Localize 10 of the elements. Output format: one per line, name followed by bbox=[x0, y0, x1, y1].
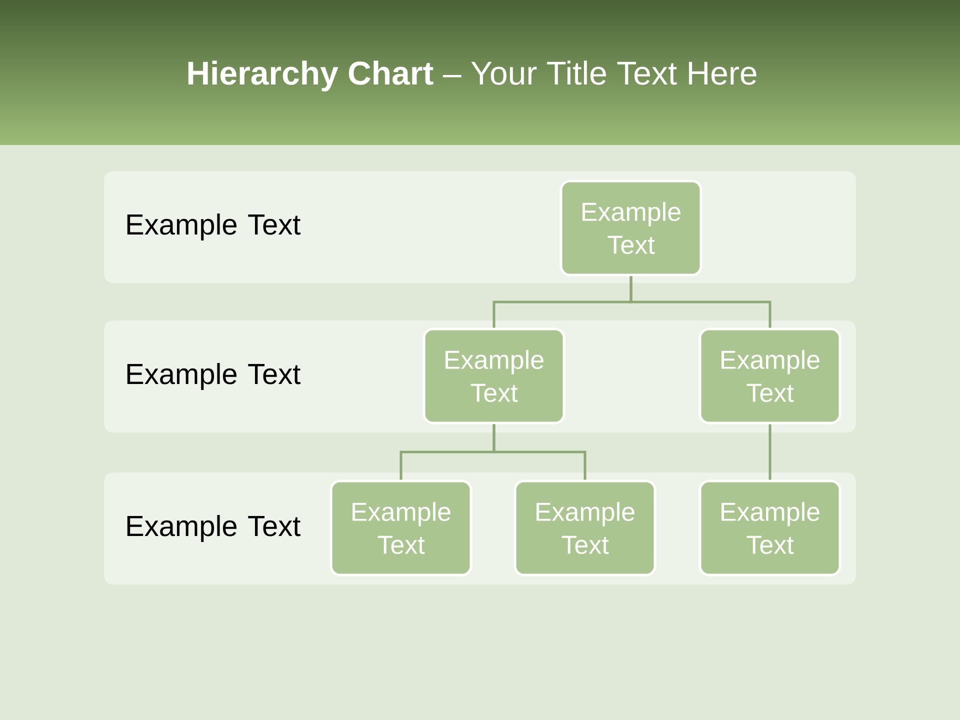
connector-line bbox=[492, 424, 586, 480]
org-box: Example Text bbox=[560, 180, 702, 276]
connector-line bbox=[768, 424, 772, 480]
org-box: Example Text bbox=[698, 328, 842, 424]
org-box: Example Text bbox=[514, 480, 656, 576]
org-box: Example Text bbox=[422, 328, 566, 424]
connector-line bbox=[630, 276, 772, 328]
org-box: Example Text bbox=[698, 480, 842, 576]
title: Hierarchy Chart – Your Title Text Here bbox=[188, 60, 756, 92]
org-box: Example Text bbox=[330, 480, 472, 576]
